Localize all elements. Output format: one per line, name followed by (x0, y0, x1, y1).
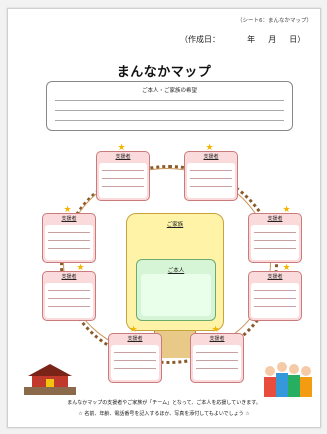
person-face-shape (277, 362, 287, 372)
star-icon: ★ (205, 143, 214, 153)
supporter-line (254, 306, 296, 307)
map-sheet: （シート6：まんなかマップ） （作成日： 年 月 日） まんなかマップ ご本人・… (7, 8, 321, 428)
supporter-line (48, 298, 90, 299)
supporter-card: 支援者 (96, 151, 150, 201)
supporter-card: 支援者 (248, 213, 302, 263)
supporter-line (190, 186, 232, 187)
sheet-label: （シート6：まんなかマップ） (236, 18, 312, 24)
person-face-shape (301, 366, 311, 376)
person-face-shape (265, 366, 275, 376)
person-face-shape (289, 364, 299, 374)
support-ring (60, 165, 278, 364)
supporter-label: 支援者 (209, 336, 225, 342)
family-label: ご家族 (166, 222, 184, 228)
supporter-line (254, 298, 296, 299)
supporter-line (196, 352, 238, 353)
castle-door-shape (46, 379, 54, 387)
supporter-body (187, 163, 235, 198)
supporter-line (114, 352, 156, 353)
person-label: ご本人 (167, 268, 185, 274)
person-body-shape (288, 375, 300, 397)
supporter-line (48, 240, 90, 241)
supporter-line (102, 178, 144, 179)
date-month: 月 (268, 35, 277, 44)
supporter-line (114, 360, 156, 361)
supporter-line (190, 170, 232, 171)
supporter-line (102, 170, 144, 171)
supporter-line (254, 248, 296, 249)
supporter-card: 支援者 (184, 151, 238, 201)
wish-line (55, 110, 284, 111)
wish-label: ご本人・ご家族の希望 (141, 88, 197, 94)
person-box: ご本人 (136, 259, 216, 321)
star-icon: ★ (117, 143, 126, 153)
supporter-card: 支援者 (42, 213, 96, 263)
supporter-card: 支援者 (248, 271, 302, 321)
date-label: （作成日： (180, 35, 220, 44)
supporter-line (254, 232, 296, 233)
supporter-body (193, 345, 241, 380)
supporter-line (102, 186, 144, 187)
star-icon: ★ (282, 205, 291, 215)
supporter-line (190, 178, 232, 179)
star-icon: ★ (129, 325, 138, 335)
people-illustration (264, 362, 312, 397)
person-body-shape (264, 377, 276, 397)
creation-date: （作成日： 年 月 日） (180, 34, 305, 45)
star-icon: ★ (211, 325, 220, 335)
supporter-body (45, 225, 93, 260)
footer-note-1: まんなかマップの支援者やご家族が「チーム」となって、ご本人を応援していきます。 (67, 400, 261, 406)
supporter-body (251, 225, 299, 260)
star-icon: ★ (76, 263, 85, 273)
supporter-line (48, 232, 90, 233)
supporter-body (251, 283, 299, 318)
supporter-label: 支援者 (203, 154, 219, 160)
castle-roof-shape (28, 364, 72, 376)
date-year: 年 (247, 35, 256, 44)
star-icon: ★ (282, 263, 291, 273)
supporter-line (48, 290, 90, 291)
supporter-card: 支援者 (108, 333, 162, 383)
wish-line (55, 100, 284, 101)
wish-box: ご本人・ご家族の希望 (46, 81, 293, 131)
supporter-line (196, 360, 238, 361)
supporter-label: 支援者 (61, 216, 77, 222)
supporter-line (114, 368, 156, 369)
castle-base-shape (24, 387, 76, 395)
supporter-line (48, 248, 90, 249)
footer-note-2: ☆ 名前、年齢、電話番号を記入するほか、写真を添付してもよいでしょう ☆ (78, 411, 250, 417)
wish-line (55, 120, 284, 121)
supporter-line (254, 290, 296, 291)
supporter-label: 支援者 (267, 274, 283, 280)
supporter-line (48, 306, 90, 307)
supporter-body (45, 283, 93, 318)
date-day: 日） (289, 35, 306, 44)
castle-illustration (24, 364, 76, 395)
person-body-shape (276, 373, 288, 397)
star-icon: ★ (63, 205, 72, 215)
supporter-card: 支援者 (42, 271, 96, 321)
supporter-label: 支援者 (61, 274, 77, 280)
supporter-label: 支援者 (267, 216, 283, 222)
supporter-body (99, 163, 147, 198)
page-title: まんなかマップ (116, 65, 212, 80)
supporter-label: 支援者 (127, 336, 143, 342)
supporter-label: 支援者 (115, 154, 131, 160)
supporter-card: 支援者 (190, 333, 244, 383)
supporter-line (254, 240, 296, 241)
person-body-shape (300, 377, 312, 397)
supporter-body (111, 345, 159, 380)
supporter-line (196, 368, 238, 369)
person-body (141, 274, 211, 316)
